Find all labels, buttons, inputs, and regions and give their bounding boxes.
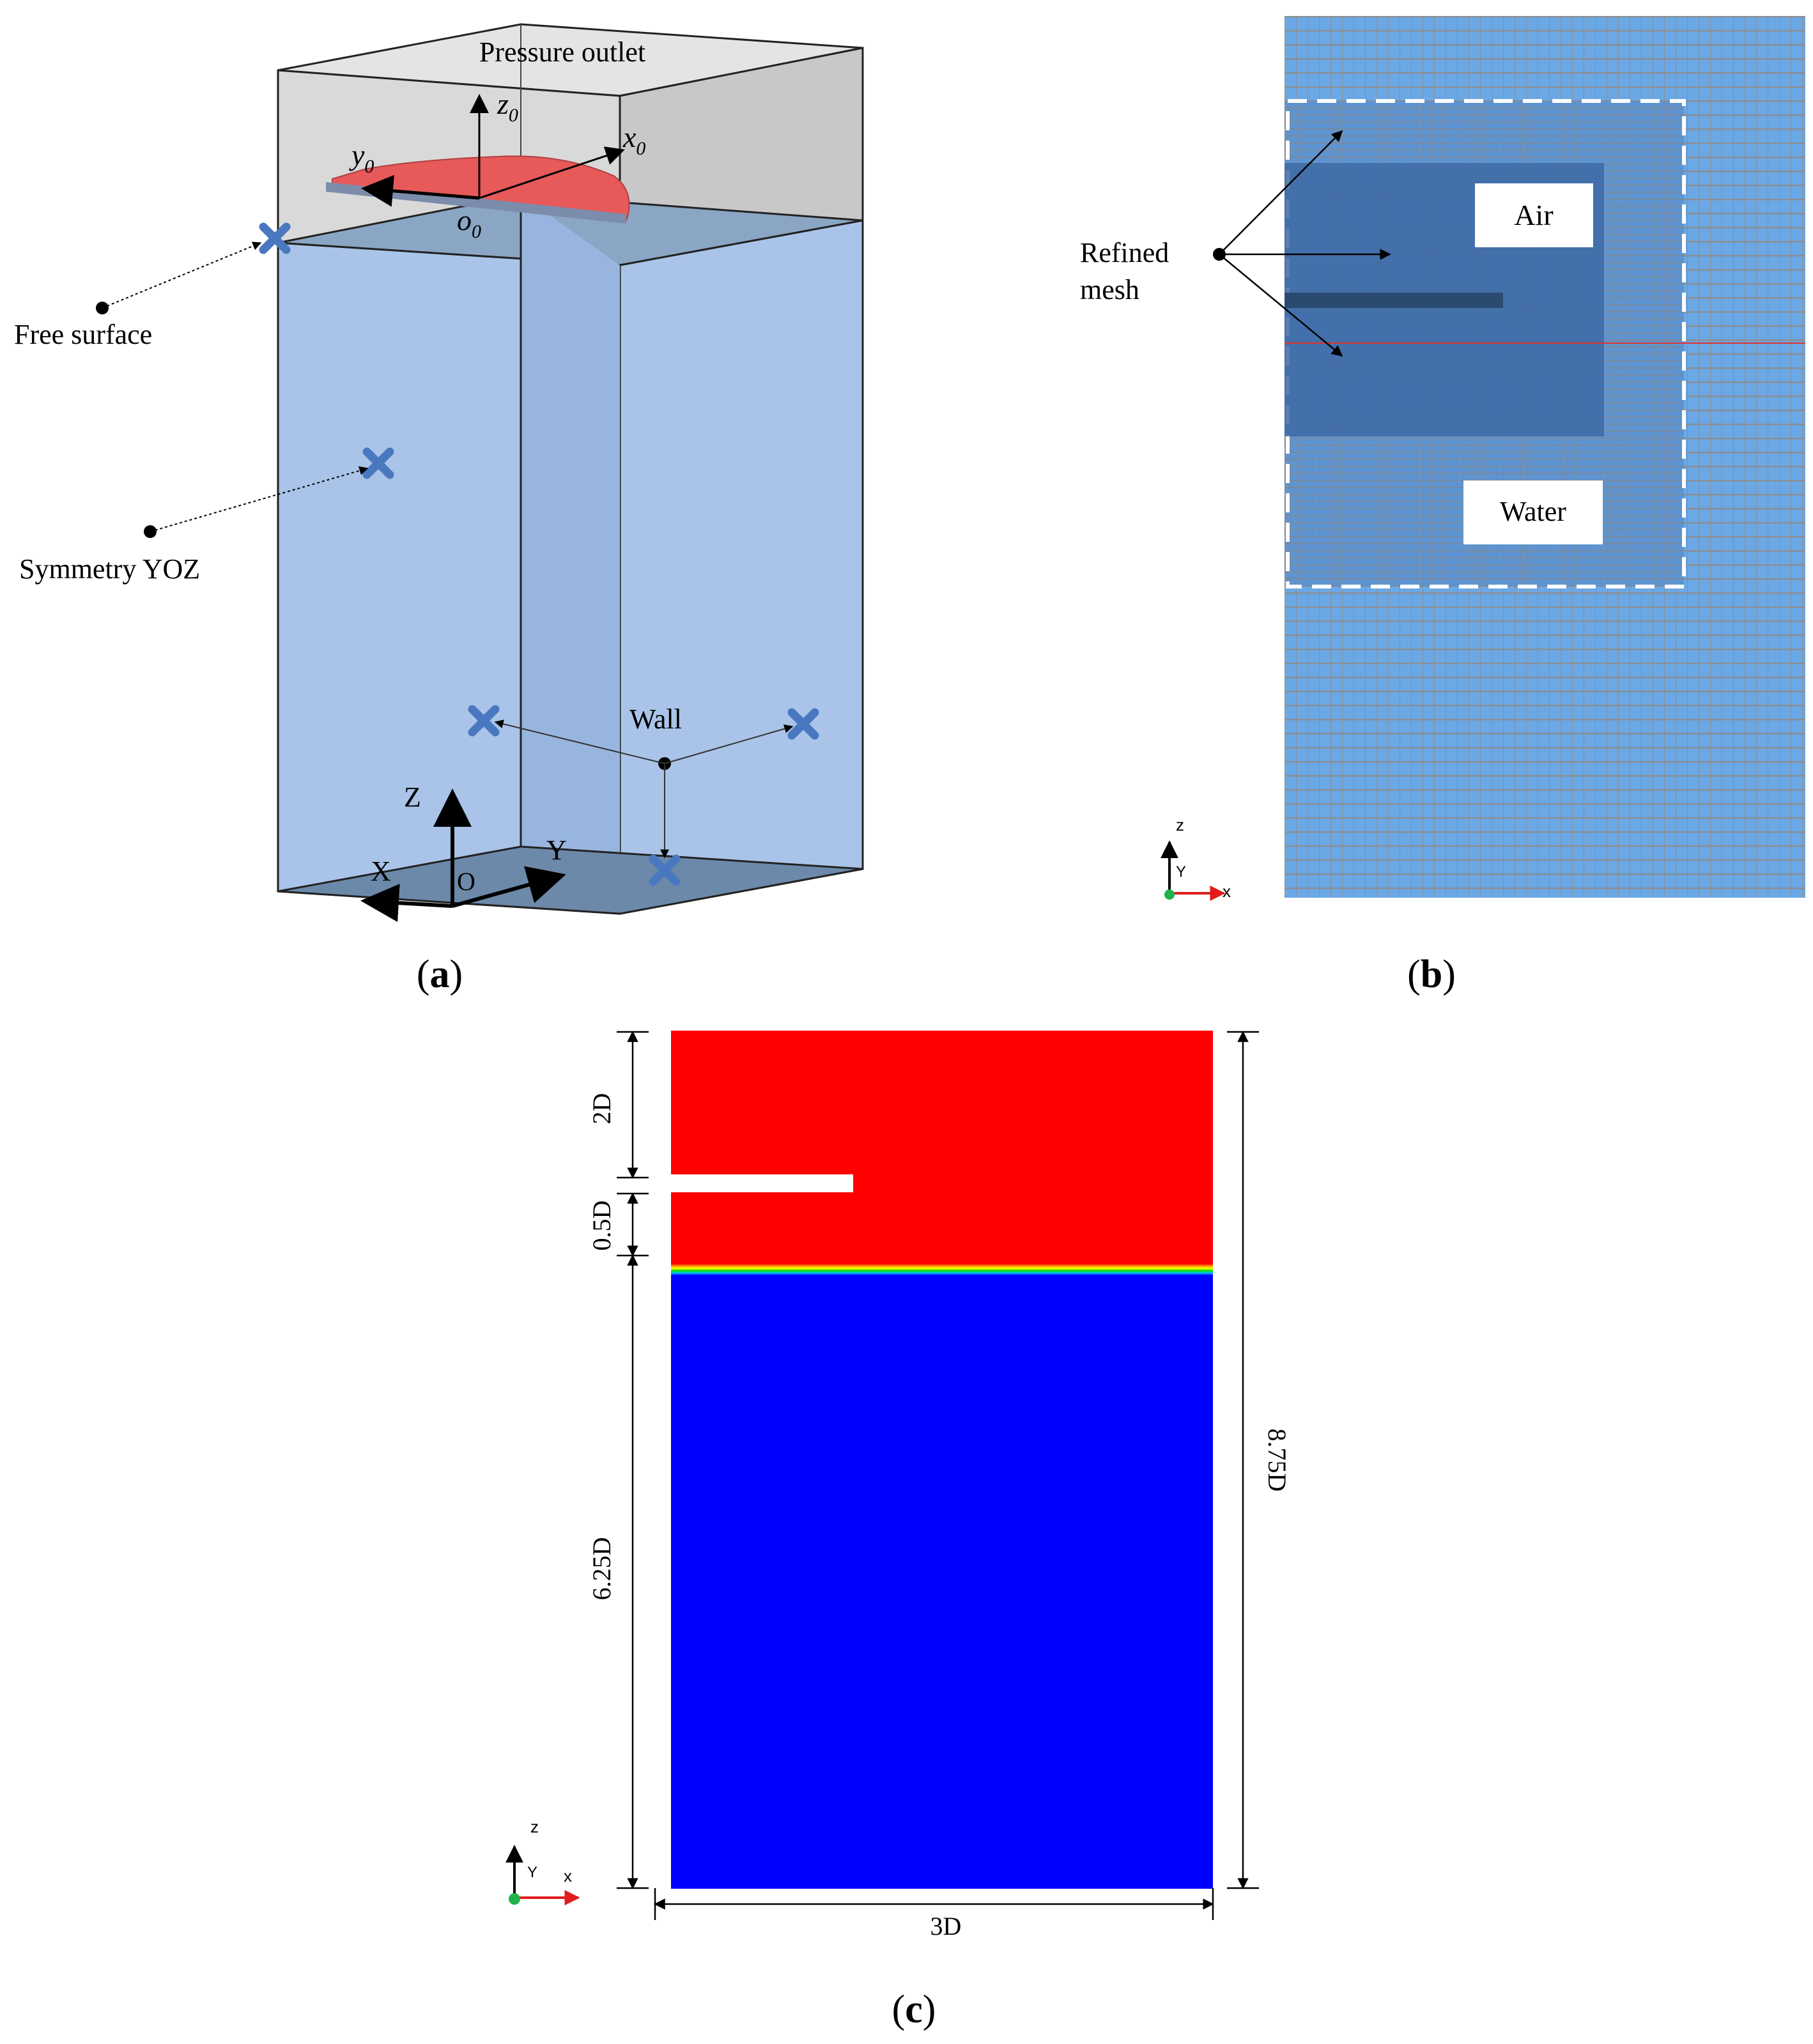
air-label: Air xyxy=(1514,199,1553,231)
panel-b: Air Water Refined mesh z Y x (b) xyxy=(1080,16,1805,996)
local-z-axis-label: z xyxy=(497,88,509,120)
local-origin-label: o xyxy=(457,204,472,236)
water-region xyxy=(671,1275,1213,1889)
global-y-axis-label: Y xyxy=(546,834,567,866)
svg-text:z: z xyxy=(530,1817,539,1836)
water-box-bottom-face xyxy=(277,845,863,915)
svg-text:Y: Y xyxy=(1176,863,1186,880)
dim-3d-label: 3D xyxy=(930,1912,962,1940)
svg-text:x: x xyxy=(564,1866,572,1886)
water-label: Water xyxy=(1500,496,1566,527)
marker-x-icon xyxy=(468,705,500,737)
svg-text:z0: z0 xyxy=(497,88,518,126)
dim-8-75d-label: 8.75D xyxy=(1263,1429,1292,1492)
air-region xyxy=(671,1031,1213,1264)
marker-x-icon xyxy=(259,222,291,254)
water-box-inner-back xyxy=(521,195,620,914)
svg-text:o0: o0 xyxy=(457,204,481,242)
pressure-outlet-label: Pressure outlet xyxy=(479,36,645,68)
svg-text:x0: x0 xyxy=(622,121,645,159)
marker-x-icon xyxy=(362,447,394,479)
wall-label: Wall xyxy=(629,703,682,735)
hull-cut xyxy=(671,1174,853,1192)
local-x-axis-label: x xyxy=(622,121,636,153)
svg-text:x: x xyxy=(1223,882,1231,901)
panel-a-caption: (a) xyxy=(417,953,463,996)
panel-b-caption: (b) xyxy=(1407,953,1456,996)
global-z-axis-label: Z xyxy=(404,781,421,813)
svg-text:z: z xyxy=(1176,815,1184,834)
water-box-side-face xyxy=(619,219,864,915)
marker-x-icon xyxy=(649,854,681,886)
refined-mesh-label-line2: mesh xyxy=(1080,274,1139,305)
axis-triad-c: z Y x xyxy=(505,1817,580,1905)
panel-a: z0 y0 x0 o0 Pressure outlet Free xyxy=(14,23,864,996)
global-x-axis-label: X xyxy=(371,856,391,887)
free-surface-band xyxy=(671,1264,1213,1275)
free-surface-label: Free surface xyxy=(14,319,152,350)
dim-2d-label: 2D xyxy=(587,1093,616,1125)
refined-mesh-label-line1: Refined xyxy=(1080,237,1169,268)
local-y-axis-label: y xyxy=(349,139,365,171)
panel-c: 2D 0.5D 6.25D 8.75D 3D z Y x (c) xyxy=(505,1031,1292,2031)
panel-c-caption: (c) xyxy=(892,1988,936,2031)
dim-0-5d-label: 0.5D xyxy=(587,1201,616,1251)
svg-text:y0: y0 xyxy=(349,139,374,177)
axis-triad-b: z Y x xyxy=(1161,815,1231,901)
marker-x-icon xyxy=(787,708,819,740)
symmetry-yoz-label: Symmetry YOZ xyxy=(19,553,200,585)
global-origin-label: O xyxy=(457,867,475,896)
svg-text:Y: Y xyxy=(527,1864,537,1881)
dim-6-25d-label: 6.25D xyxy=(587,1537,616,1601)
hull-section xyxy=(1285,293,1503,308)
